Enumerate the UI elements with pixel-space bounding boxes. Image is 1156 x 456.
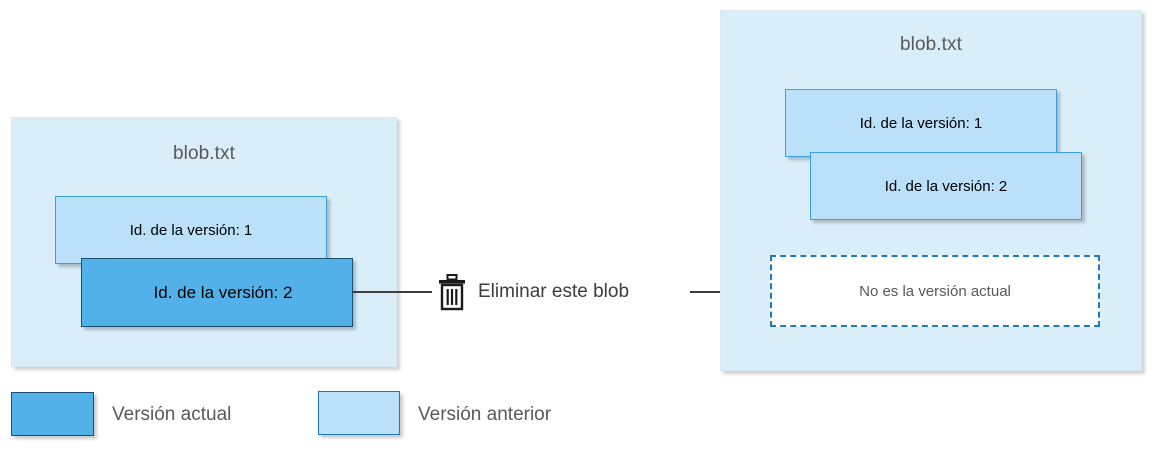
right-version-card-2[interactable]: Id. de la versión: 2: [810, 152, 1082, 220]
not-current-version-placeholder: No es la versión actual: [770, 255, 1100, 327]
trash-icon: [437, 274, 467, 312]
legend-swatch-previous-version: [318, 391, 400, 435]
left-version-card-1[interactable]: Id. de la versión: 1: [55, 196, 327, 264]
legend-swatch-current-version: [11, 392, 94, 436]
legend-label-previous-version: Versión anterior: [418, 404, 552, 425]
left-version-card-2-label: Id. de la versión: 2: [153, 282, 293, 302]
not-current-version-placeholder-label: No es la versión actual: [859, 282, 1011, 300]
left-blob-title: blob.txt: [172, 143, 236, 164]
left-version-card-2[interactable]: Id. de la versión: 2: [81, 258, 353, 327]
legend-label-current-version: Versión actual: [112, 404, 232, 425]
right-version-card-2-label: Id. de la versión: 2: [884, 177, 1008, 195]
connector-line-to-trash: [353, 291, 432, 293]
right-version-card-1-label: Id. de la versión: 1: [859, 114, 983, 132]
right-version-card-1[interactable]: Id. de la versión: 1: [785, 89, 1057, 157]
action-label: Eliminar este blob: [478, 281, 630, 302]
left-version-card-1-label: Id. de la versión: 1: [129, 221, 253, 239]
right-blob-title: blob.txt: [899, 34, 963, 55]
